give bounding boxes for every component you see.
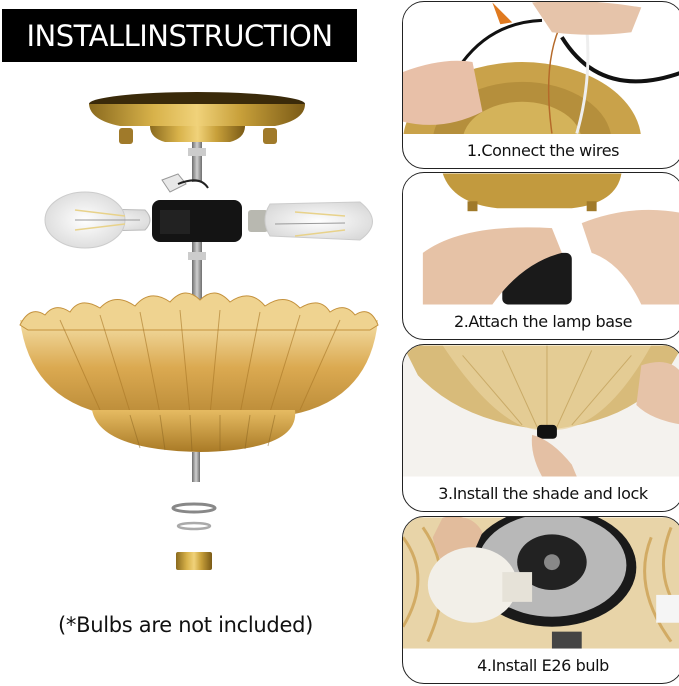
lamp-exploded-illustration	[19, 92, 379, 570]
brass-canopy	[89, 92, 305, 144]
connect-wires-photo	[403, 2, 679, 134]
bulb-left	[44, 191, 151, 249]
step-4-caption: 4.Install E26 bulb	[477, 655, 609, 675]
step-2-panel: 2.Attach the lamp base	[402, 172, 679, 340]
brass-finial	[176, 552, 212, 570]
step-3-caption: 3.Install the shade and lock	[438, 483, 648, 503]
amber-glass-shade	[19, 292, 379, 452]
step-1-panel: 1.Connect the wires	[402, 1, 679, 169]
bulbs-not-included-note: (*Bulbs are not included)	[58, 613, 314, 637]
step-1-caption: 1.Connect the wires	[466, 140, 620, 160]
page-title: INSTALLINSTRUCTION	[26, 18, 333, 53]
bulb-right	[248, 201, 373, 241]
washer-small	[176, 521, 212, 531]
washer-large	[171, 502, 217, 514]
title-banner: INSTALLINSTRUCTION	[2, 9, 357, 62]
install-shade-photo	[403, 345, 679, 477]
step-4-panel: 4.Install E26 bulb	[402, 516, 679, 684]
attach-lamp-base-photo	[403, 173, 679, 305]
step-2-caption: 2.Attach the lamp base	[453, 311, 633, 331]
step-3-panel: 3.Install the shade and lock	[402, 344, 679, 512]
install-bulb-photo	[403, 517, 679, 649]
